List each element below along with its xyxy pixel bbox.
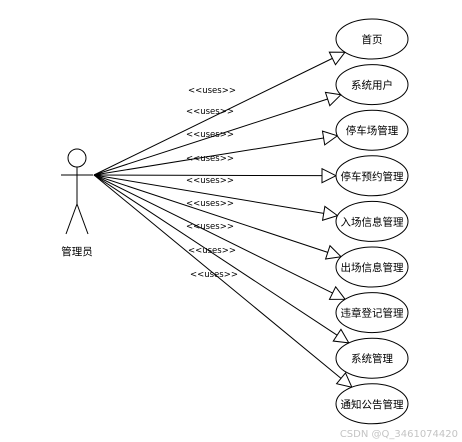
uses-arrowhead (328, 51, 346, 66)
use-case-ellipse (335, 200, 409, 242)
use-case-label: 出场信息管理 (341, 261, 404, 274)
use-case-label: 入场信息管理 (341, 215, 404, 228)
uses-line (93, 174, 323, 177)
uses-line (93, 174, 328, 253)
uses-arrowhead (321, 205, 339, 221)
use-case-label: 系统用户 (351, 79, 393, 92)
uses-line (93, 174, 338, 336)
watermark: CSDN @Q_3461074420 (340, 429, 458, 440)
uses-arrowhead (335, 371, 353, 388)
uses-line (93, 57, 333, 176)
uses-label: <<uses>> (186, 176, 234, 186)
uses-label: <<uses>> (190, 270, 238, 280)
use-case-ellipse (335, 337, 409, 379)
uses-line (93, 98, 328, 176)
use-case-ellipse (335, 292, 409, 334)
uses-label: <<uses>> (188, 246, 236, 256)
uses-line (93, 174, 342, 379)
use-case-ellipse (335, 246, 409, 288)
uses-arrowhead (328, 285, 347, 300)
actor-label: 管理员 (61, 245, 93, 258)
uses-arrowhead (332, 328, 350, 344)
actor-right-leg (76, 203, 89, 235)
use-case-label: 停车预约管理 (341, 170, 404, 183)
use-case-ellipse (335, 64, 409, 106)
uses-label: <<uses>> (188, 86, 236, 96)
use-case-ellipse (335, 383, 409, 425)
uses-label: <<uses>> (186, 154, 234, 164)
actor-admin: 管理员 (61, 148, 93, 258)
uses-arrowhead (324, 244, 343, 260)
use-case-label: 停车场管理 (346, 124, 399, 137)
use-case-label: 系统管理 (351, 352, 393, 365)
uses-line (93, 174, 333, 294)
uses-label: <<uses>> (186, 130, 234, 140)
uses-label: <<uses>> (186, 107, 234, 117)
use-case-label: 违章登记管理 (341, 307, 404, 320)
use-case-label: 首页 (362, 33, 383, 46)
uses-line (93, 174, 324, 214)
uses-arrowhead (324, 91, 342, 107)
uses-arrowhead (321, 167, 338, 184)
uses-label: <<uses>> (186, 222, 234, 232)
actor-head (67, 148, 87, 168)
use-case-ellipse (335, 155, 409, 197)
use-case-label: 通知公告管理 (341, 398, 404, 411)
use-cases: 首页系统用户停车场管理停车预约管理入场信息管理出场信息管理违章登记管理系统管理通… (335, 18, 409, 425)
use-case-ellipse (335, 109, 409, 151)
actor-left-leg (65, 203, 78, 235)
uses-line (93, 137, 324, 176)
uses-arrowhead (321, 130, 339, 146)
uses-label: <<uses>> (186, 199, 234, 209)
use-case-ellipse (335, 18, 409, 60)
uses-relationships: <<uses>> <<uses>> <<uses>> <<uses>> <<uses>>… (93, 51, 353, 388)
